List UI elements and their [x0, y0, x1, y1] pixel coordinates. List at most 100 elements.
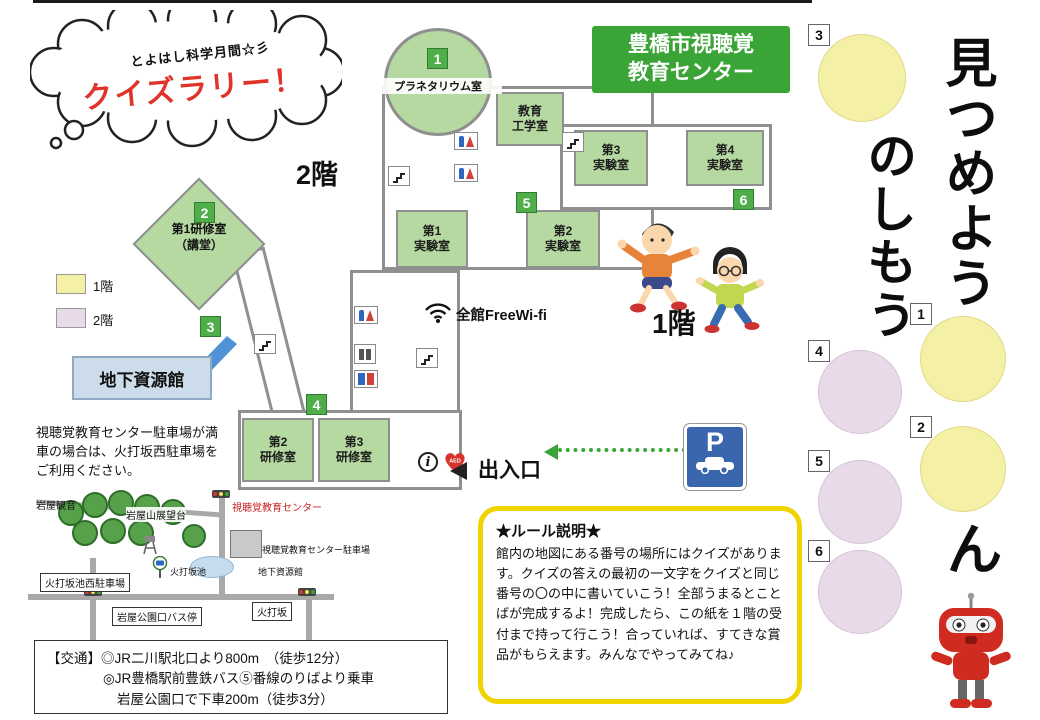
vending-machines-icon	[354, 370, 378, 388]
legend-label-1f: 1階	[93, 279, 114, 294]
legend-swatch-2f	[56, 308, 86, 328]
quiz-marker-3[interactable]: 3	[200, 316, 221, 337]
room-label: （講堂）	[174, 237, 223, 252]
route-arrowhead	[544, 444, 558, 460]
rules-box: ★ルール説明★ 館内の地図にある番号の場所にはクイズがあります。クイズの答えの最…	[478, 506, 802, 704]
entrance-arrow	[450, 462, 467, 480]
floor1-badge: 1階	[652, 308, 696, 339]
traffic-light-icon	[84, 588, 102, 596]
map-tree	[58, 500, 84, 526]
room-seminar1-label: 第1研修室 （講堂）	[146, 222, 252, 253]
phrase-column-left: のしもう	[859, 130, 918, 342]
stairs-icon	[416, 348, 438, 368]
quiz-marker-6[interactable]: 6	[733, 189, 754, 210]
answer-tag-6: 6	[808, 540, 830, 562]
legend-swatch-1f	[56, 274, 86, 294]
room-label: 実験室	[706, 158, 743, 172]
map-road	[90, 558, 96, 640]
map-road	[28, 594, 334, 600]
restroom-icon	[454, 132, 478, 150]
room-edu-tech: 教育 工学室	[496, 92, 564, 146]
map-tree	[182, 524, 206, 548]
map-tree	[108, 490, 134, 516]
answer-tag-3: 3	[808, 24, 830, 46]
map-label-center: 視聴覚教育センター	[232, 503, 322, 514]
answer-tag-4: 4	[808, 340, 830, 362]
center-name-box: 豊橋市視聴覚 教育センター	[592, 26, 790, 93]
rules-body: 館内の地図にある番号の場所にはクイズがあります。クイズの答えの最初の一文字をクイ…	[496, 546, 783, 662]
floor2-badge: 2階	[296, 160, 339, 190]
basement-museum-label: 地下資源館	[99, 370, 185, 390]
quiz-marker-4[interactable]: 4	[306, 394, 327, 415]
room-label: 第2	[268, 435, 288, 449]
answer-circle-2[interactable]	[920, 426, 1006, 512]
room-seminar2: 第2 研修室	[242, 418, 314, 482]
answer-tag-5: 5	[808, 450, 830, 472]
map-label-center-parking: 視聴覚教育センター駐車場	[262, 545, 371, 555]
quiz-marker-1[interactable]: 1	[427, 48, 448, 69]
children-illustration	[617, 223, 764, 333]
map-label-iwaya-kannon: 岩屋観音	[36, 501, 76, 512]
info-letter: i	[425, 454, 431, 470]
access-info-box: 【交通】◎JR二川駅北口より800m （徒歩12分） ◎JR豊橋駅前豊鉄バス⑤番…	[34, 640, 448, 714]
wifi-label: 全館FreeWi-fi	[456, 308, 547, 324]
room-label: 教育	[517, 104, 542, 118]
access-line3: 岩屋公園口で下車200m（徒歩3分）	[117, 691, 334, 707]
room-label: 研修室	[259, 450, 296, 464]
quiz-marker-5[interactable]: 5	[516, 192, 537, 213]
map-chip-bus-stop: 岩屋公園口バス停	[112, 607, 202, 626]
room-label: 第3	[344, 435, 364, 449]
map-chip-west-parking: 火打坂池西駐車場	[40, 573, 130, 592]
route-dotted-line	[558, 448, 686, 452]
phrase-tail-char: ん	[937, 520, 1003, 579]
phrase-column-right: 見つめよう	[936, 36, 997, 311]
restroom-icon	[354, 306, 378, 324]
room-lab3: 第3 実験室	[574, 130, 648, 186]
room-lab4: 第4 実験室	[686, 130, 764, 186]
stairs-icon	[388, 166, 410, 186]
center-name-line2: 教育センター	[628, 61, 754, 85]
answer-circle-3[interactable]	[818, 34, 906, 122]
title-cloud-bubble	[30, 10, 342, 150]
parking-sign-letter: P	[705, 427, 724, 457]
map-label-observatory: 岩屋山展望台	[126, 507, 186, 522]
car-icon	[696, 457, 734, 475]
room-label: 第1	[422, 224, 442, 238]
traffic-light-icon	[298, 588, 316, 596]
wifi-icon	[425, 303, 451, 323]
bus-stop-icon	[152, 556, 168, 578]
top-border-line	[33, 0, 812, 3]
quiz-marker-2[interactable]: 2	[194, 202, 215, 223]
room-label: 第3	[601, 143, 621, 157]
map-tree	[82, 492, 108, 518]
map-tree	[100, 518, 126, 544]
elevator-icon	[354, 344, 376, 364]
map-label-basement: 地下資源館	[258, 567, 304, 577]
map-road	[219, 498, 225, 598]
answer-circle-4[interactable]	[818, 350, 902, 434]
room-seminar3: 第3 研修室	[318, 418, 390, 482]
answer-tag-2: 2	[910, 416, 932, 438]
room-lab1: 第1 実験室	[396, 210, 468, 268]
map-tree	[72, 520, 98, 546]
answer-tag-1: 1	[910, 303, 932, 325]
map-chip-hiuchizaka: 火打坂	[252, 602, 292, 621]
rules-title: ★ルール説明★	[496, 523, 602, 540]
room-label: 実験室	[544, 239, 581, 253]
traffic-light-icon	[212, 490, 230, 498]
parking-sign: P	[684, 424, 746, 490]
answer-circle-5[interactable]	[818, 460, 902, 544]
map-pond	[190, 556, 234, 578]
access-line1: 【交通】◎JR二川駅北口より800m （徒歩12分）	[47, 651, 349, 666]
entrance-label: 出入口	[478, 459, 541, 482]
answer-circle-1[interactable]	[920, 316, 1006, 402]
room-label: 第2	[553, 224, 573, 238]
info-icon: i	[418, 452, 438, 472]
map-label-pond: 火打坂池	[170, 567, 207, 577]
room-lab2: 第2 実験室	[526, 210, 600, 268]
observatory-icon	[143, 536, 157, 555]
answer-circle-6[interactable]	[818, 550, 902, 634]
room-label: 実験室	[413, 239, 450, 253]
room-label: 工学室	[511, 119, 548, 133]
